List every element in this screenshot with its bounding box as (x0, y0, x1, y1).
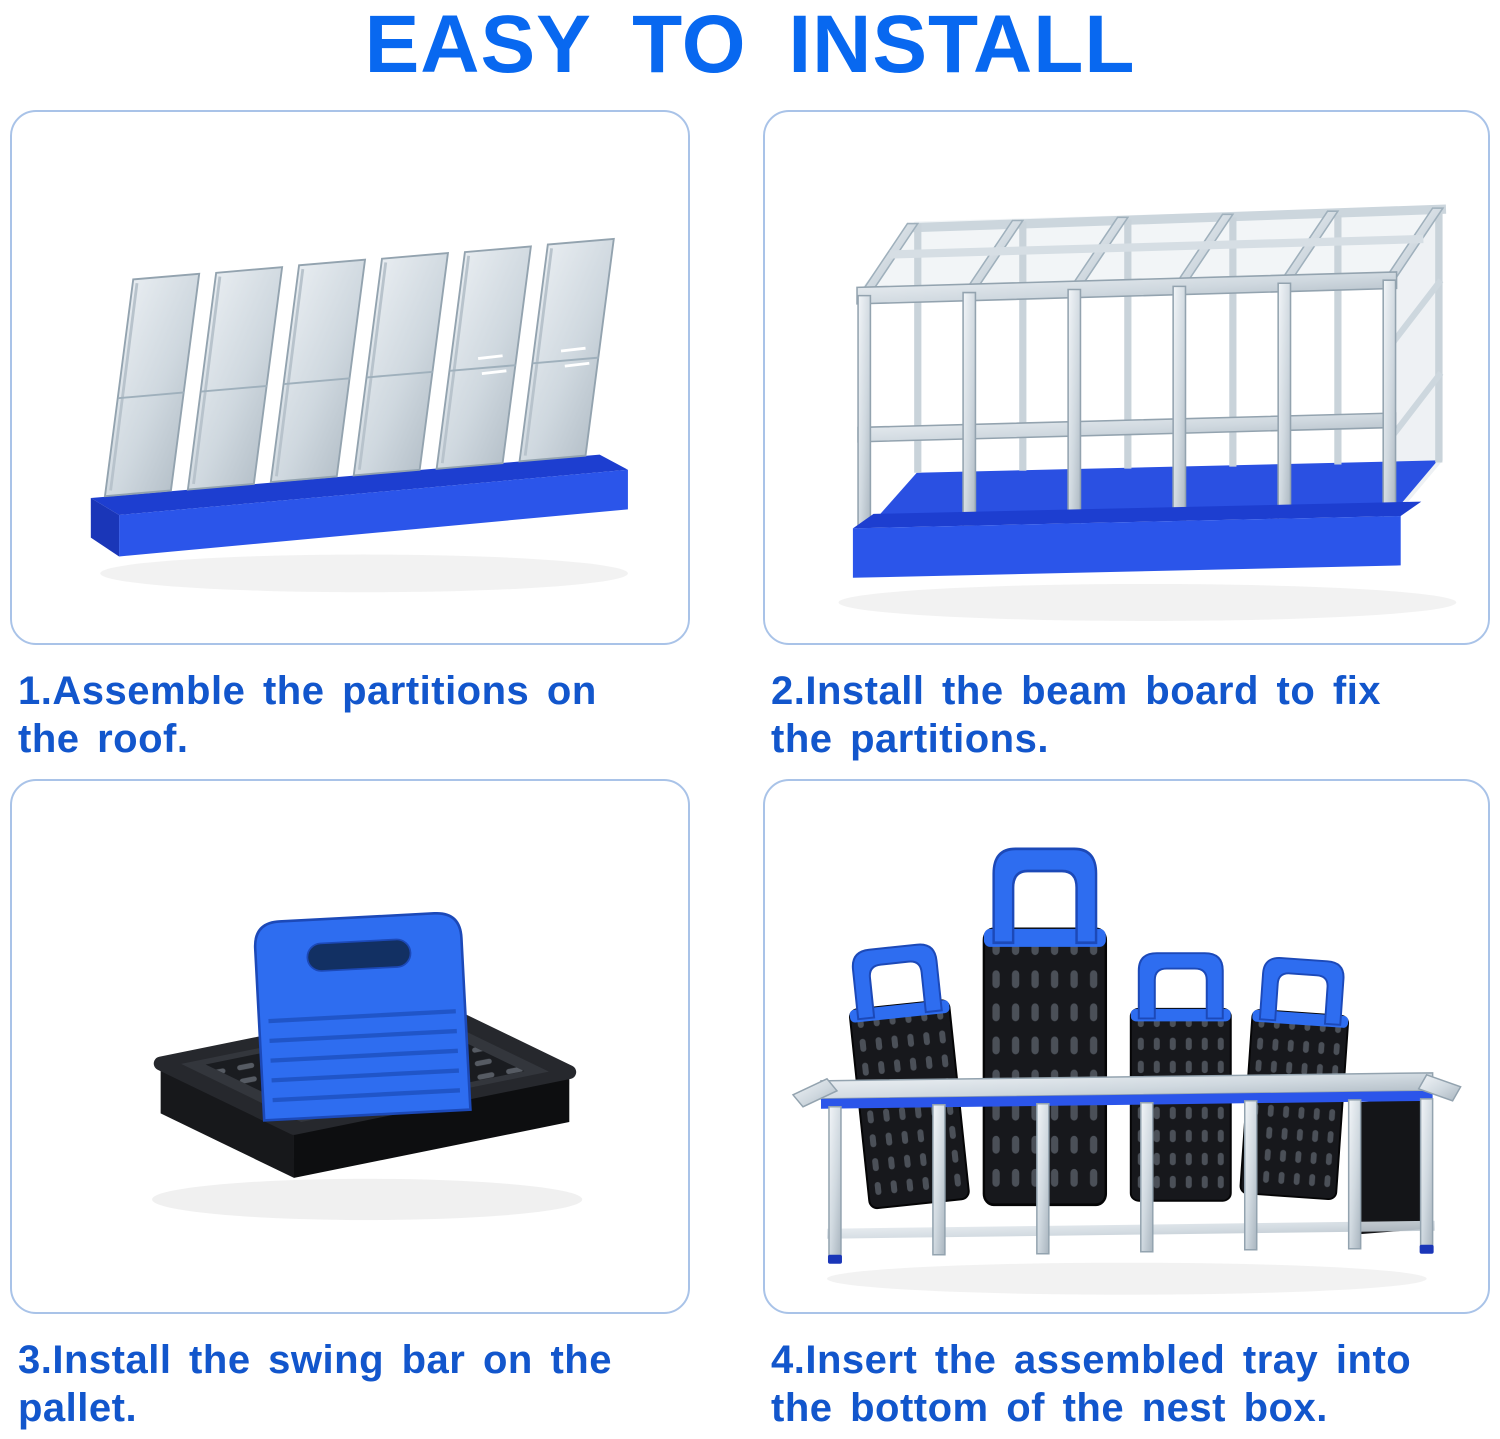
caption-line: pallet. (18, 1386, 138, 1431)
assembled-trays (841, 847, 1353, 1210)
caption-line: 4.Insert the assembled tray into (771, 1338, 1412, 1383)
base-rail-front (119, 469, 628, 557)
nest-box-illustration (791, 847, 1462, 1295)
side-face (1394, 207, 1443, 518)
roof-cross-rail (889, 234, 1424, 259)
side-bracing (1386, 277, 1443, 442)
blue-base-top (852, 501, 1421, 528)
step-1-caption: 1.Assemble the partitions on the roof. (18, 667, 686, 779)
partition-panels (103, 238, 615, 498)
step-4: 4.Insert the assembled tray into the bot… (763, 779, 1490, 1439)
step-4-image-panel (763, 779, 1490, 1315)
partition-panel (435, 245, 533, 471)
shadow (838, 583, 1456, 621)
partitions-illustration (90, 238, 628, 593)
roof-slats (857, 206, 1445, 296)
base-rail-top (90, 454, 628, 516)
shadow (152, 1179, 583, 1221)
frame-legs (827, 1097, 1434, 1258)
step-3: 3.Install the swing bar on the pallet. (10, 779, 690, 1439)
lower-rail (826, 1220, 1435, 1239)
caption-line: the roof. (18, 717, 189, 762)
blue-base-front (852, 515, 1401, 578)
swing-bar-illustration (152, 912, 583, 1221)
tray-front-face (294, 1072, 570, 1179)
step-2-caption: 2.Install the beam board to fix the part… (771, 667, 1486, 779)
foot-right (1419, 1244, 1434, 1254)
step-2: 2.Install the beam board to fix the part… (763, 110, 1490, 779)
partition-panel (269, 258, 367, 484)
caption-line: 3.Install the swing bar on the (18, 1338, 612, 1383)
shadow (826, 1262, 1427, 1295)
caption-line: 2.Install the beam board to fix (771, 669, 1382, 714)
side-arm-right (1417, 1073, 1462, 1102)
shadow (100, 554, 628, 593)
base-rail-end (90, 498, 120, 557)
step-2-image-panel (763, 110, 1490, 646)
handle-ridges (268, 1009, 461, 1103)
caption-line: 1.Assemble the partitions on (18, 669, 597, 714)
side-arm-left (791, 1077, 838, 1108)
partition-panel (103, 272, 201, 498)
partition-panel (352, 252, 450, 477)
partition-panel (518, 238, 615, 463)
caption-line: the partitions. (771, 717, 1049, 762)
beam-board-illustration (838, 204, 1456, 621)
step-4-caption: 4.Insert the assembled tray into the bot… (771, 1336, 1486, 1439)
tray-with-handle (841, 940, 971, 1210)
partition-panel (186, 266, 284, 491)
handle-grip-hole (306, 938, 412, 973)
swing-bar-handle (254, 912, 472, 1123)
steps-grid: 1.Assemble the partitions on the roof. (0, 88, 1500, 1439)
beam-blue-strip (820, 1090, 1433, 1109)
front-posts (856, 279, 1397, 546)
tray-left-face (160, 1063, 295, 1179)
caption-line: the bottom of the nest box. (771, 1386, 1328, 1431)
front-top-rail (855, 270, 1398, 305)
step-1-image-panel (10, 110, 690, 646)
step-1: 1.Assemble the partitions on the roof. (10, 110, 690, 779)
step-3-caption: 3.Install the swing bar on the pallet. (18, 1336, 686, 1439)
step-3-image-panel (10, 779, 690, 1315)
empty-bay (1352, 1096, 1429, 1235)
page-title: EASY TO INSTALL (364, 0, 1136, 90)
foot-left (827, 1254, 842, 1264)
